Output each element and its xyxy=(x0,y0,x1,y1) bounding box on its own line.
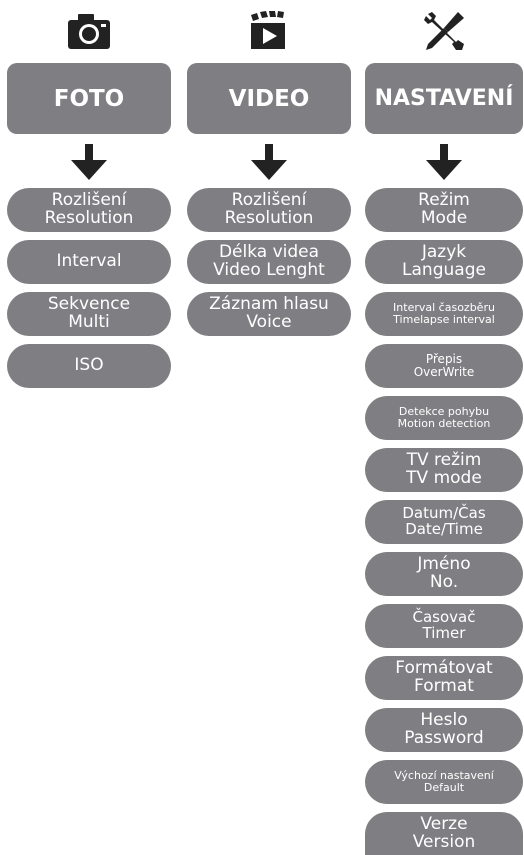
menu-item-tv-rezim[interactable]: TV režim TV mode xyxy=(365,448,523,492)
down-arrow-icon xyxy=(251,144,287,180)
menu-item-casovac[interactable]: Časovač Timer xyxy=(365,604,523,648)
menu-item-interval-casozberu[interactable]: Interval časozběru Timelapse interval xyxy=(365,292,523,336)
video-header[interactable]: VIDEO xyxy=(187,63,351,134)
item-label-en: Version xyxy=(412,831,476,852)
item-label-cz: Formátovat xyxy=(395,658,493,679)
item-label-en: Password xyxy=(404,728,484,748)
menu-item-rozliseni[interactable]: Rozlišení Resolution xyxy=(187,188,351,232)
item-label-cz: Detekce pohybu xyxy=(398,405,490,419)
item-label-en: Timer xyxy=(422,624,466,642)
wrench-screwdriver-icon xyxy=(421,10,467,52)
nastaveni-header[interactable]: NASTAVENÍ xyxy=(365,63,523,134)
item-label-cz: Jazyk xyxy=(421,242,467,263)
item-label-en: No. xyxy=(429,572,459,592)
item-label-cz: Rozlišení xyxy=(51,190,127,211)
item-label-cz: Délka videa xyxy=(218,242,320,263)
clapperboard-icon xyxy=(246,10,292,52)
item-label-cz: ISO xyxy=(74,355,104,376)
item-label-en: Timelapse interval xyxy=(393,313,495,326)
menu-item-prepis[interactable]: Přepis OverWrite xyxy=(365,344,523,388)
item-label-cz: Výchozí nastavení xyxy=(394,769,494,783)
item-label-cz: Heslo xyxy=(420,710,468,731)
item-label-cz: Sekvence xyxy=(47,294,131,315)
menu-item-formatovat[interactable]: Formátovat Format xyxy=(365,656,523,700)
item-label-en: Motion detection xyxy=(397,417,491,430)
item-label-cz: Rozlišení xyxy=(231,190,307,211)
menu-item-heslo[interactable]: Heslo Password xyxy=(365,708,523,752)
item-label-en: Video Lenght xyxy=(213,260,325,280)
item-label-cz: Záznam hlasu xyxy=(209,294,329,315)
item-label-cz: Datum/Čas xyxy=(402,504,486,523)
menu-item-verze[interactable]: Verze Version xyxy=(365,812,523,855)
foto-header[interactable]: FOTO xyxy=(7,63,171,134)
item-label-en: Date/Time xyxy=(405,520,483,538)
camera-icon xyxy=(66,10,112,52)
item-label-en: Resolution xyxy=(224,208,314,228)
item-label-cz: Přepis xyxy=(425,352,463,367)
item-label-en: OverWrite xyxy=(413,365,475,379)
menu-item-jmeno[interactable]: Jméno No. xyxy=(365,552,523,596)
item-label-en: Format xyxy=(414,676,474,696)
item-label-cz: TV režim xyxy=(406,450,482,471)
item-label-cz: Interval časozběru xyxy=(393,301,495,315)
menu-item-detekce-pohybu[interactable]: Detekce pohybu Motion detection xyxy=(365,396,523,440)
item-label-en: TV mode xyxy=(406,468,482,488)
item-label-en: Multi xyxy=(68,312,110,332)
item-label-cz: Jméno xyxy=(417,554,471,575)
down-arrow-icon xyxy=(426,144,462,180)
down-arrow-icon xyxy=(71,144,107,180)
item-label-en: Voice xyxy=(246,312,292,332)
item-label-en: Default xyxy=(423,781,465,794)
menu-item-zaznam-hlasu[interactable]: Záznam hlasu Voice xyxy=(187,292,351,336)
menu-item-rozliseni[interactable]: Rozlišení Resolution xyxy=(7,188,171,232)
menu-item-vychozi-nastaveni[interactable]: Výchozí nastavení Default xyxy=(365,760,523,804)
menu-item-rezim[interactable]: Režim Mode xyxy=(365,188,523,232)
menu-item-delka-videa[interactable]: Délka videa Video Lenght xyxy=(187,240,351,284)
menu-item-datum-cas[interactable]: Datum/Čas Date/Time xyxy=(365,500,523,544)
menu-item-jazyk[interactable]: Jazyk Language xyxy=(365,240,523,284)
item-label-en: Resolution xyxy=(44,208,134,228)
item-label-en: Mode xyxy=(420,208,468,228)
menu-item-interval[interactable]: Interval xyxy=(7,240,171,284)
item-label-cz: Interval xyxy=(56,251,122,272)
item-label-cz: Časovač xyxy=(412,608,476,627)
menu-item-iso[interactable]: ISO xyxy=(7,344,171,388)
item-label-en: Language xyxy=(402,260,486,280)
item-label-cz: Režim xyxy=(418,190,470,211)
menu-item-sekvence[interactable]: Sekvence Multi xyxy=(7,292,171,336)
item-label-cz: Verze xyxy=(420,813,468,834)
